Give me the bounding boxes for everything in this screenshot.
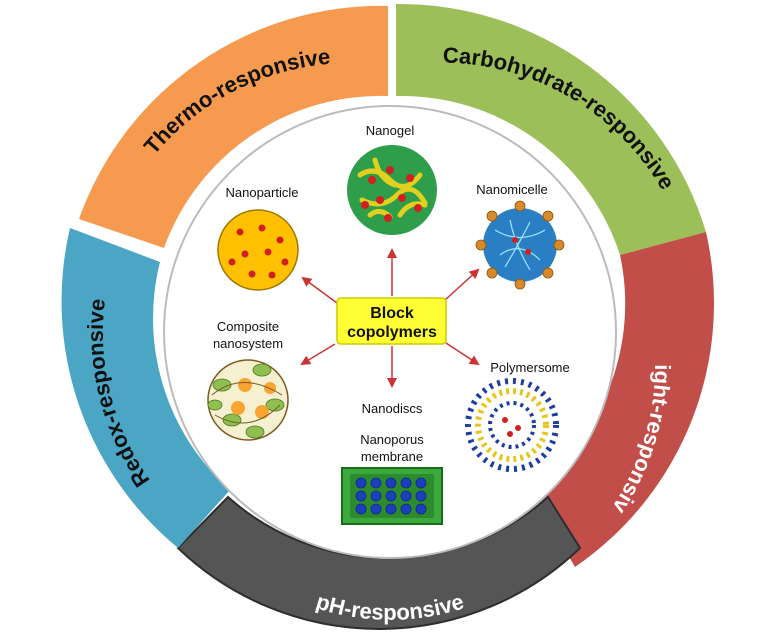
composite-nanosystem-illustration	[207, 359, 289, 441]
label-nanomicelle: Nanomicelle	[476, 182, 548, 197]
center-box	[336, 297, 447, 345]
label-nanodiscs: Nanodiscs	[362, 401, 423, 416]
label-nanogel: Nanogel	[366, 123, 415, 138]
nanomicelle-illustration	[475, 200, 565, 290]
nanoporous-membrane-illustration	[341, 467, 443, 525]
label-polymersome: Polymersome	[490, 360, 569, 375]
center-label-line2: copolymers	[347, 324, 437, 341]
segment-carbohydrate	[396, 3, 706, 256]
polymersome-illustration	[465, 378, 559, 472]
center-label-line1: Block	[370, 305, 414, 322]
label-composite-line1: Composite	[217, 319, 279, 334]
nanogel-illustration	[347, 145, 437, 235]
segment-redox	[61, 228, 230, 548]
arrows	[300, 248, 480, 388]
label-composite-line2: nanosystem	[213, 336, 283, 351]
segment-light	[530, 232, 715, 567]
segment-ph	[176, 495, 582, 630]
label-nanoparticle: Nanoparticle	[226, 185, 299, 200]
label-membrane-line1: Nanoporus	[360, 432, 424, 447]
segment-thermo	[79, 5, 388, 248]
nanoparticle-illustration	[217, 209, 299, 291]
label-membrane-line2: membrane	[361, 449, 423, 464]
